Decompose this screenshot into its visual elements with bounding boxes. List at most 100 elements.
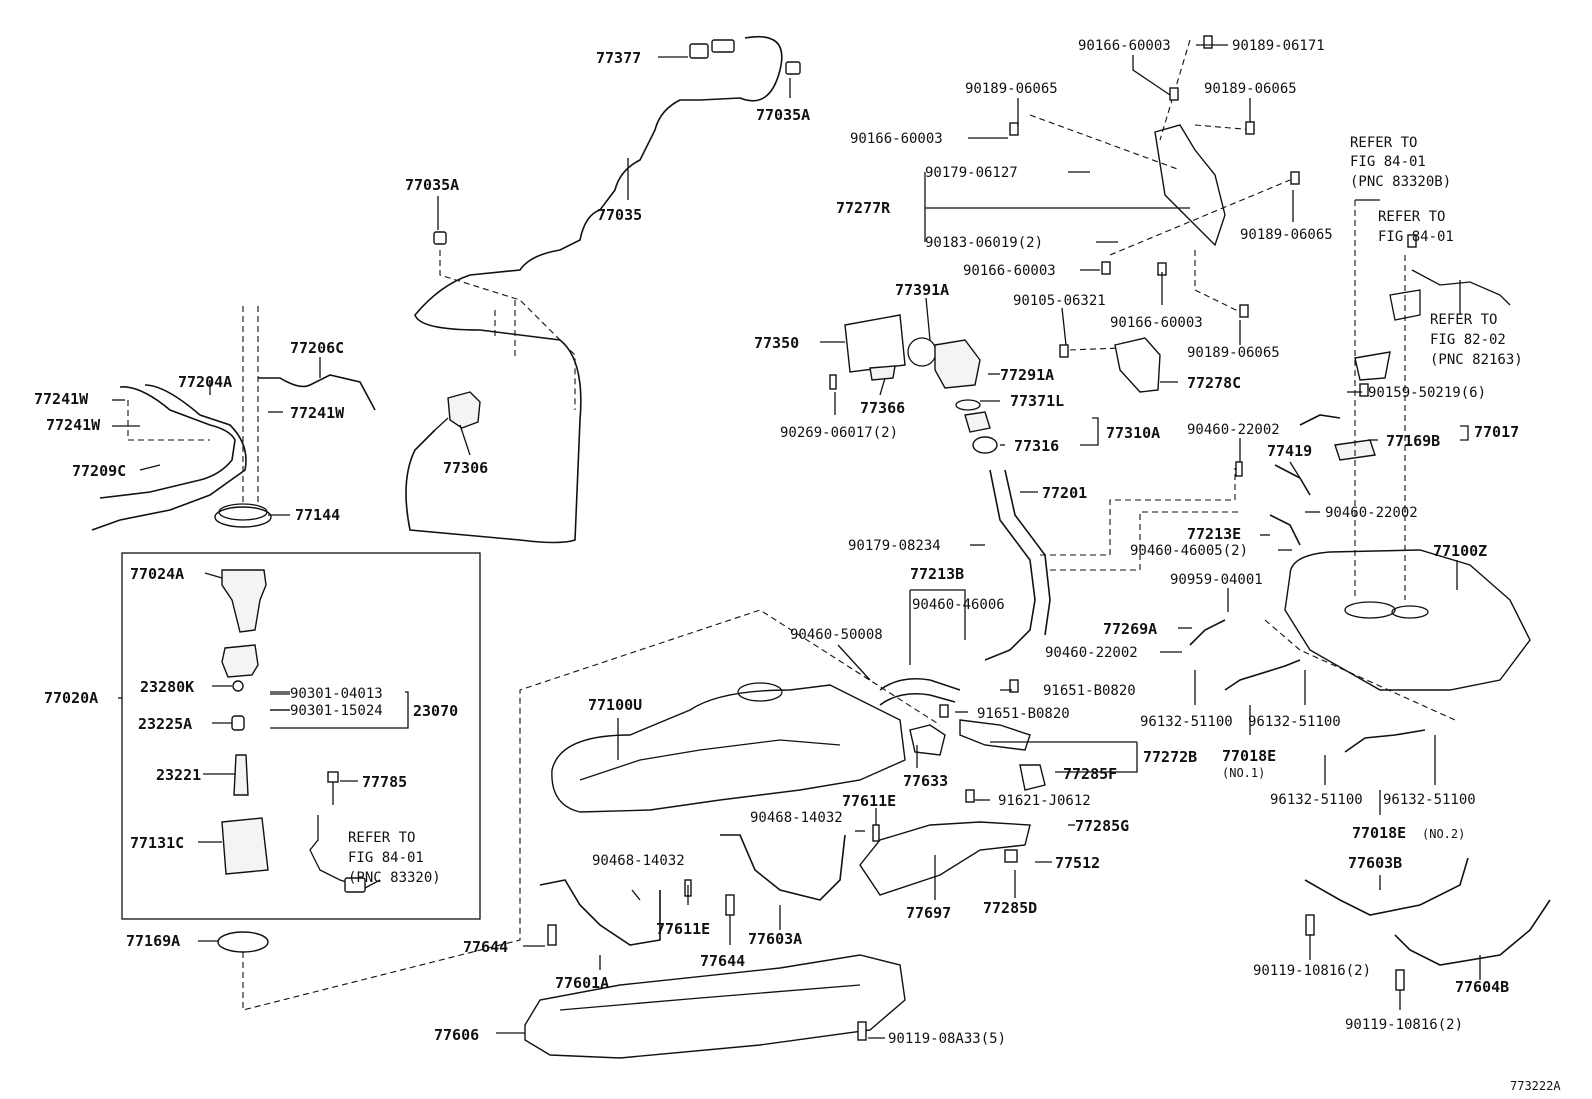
label-no2: (NO.2) <box>1422 827 1465 841</box>
label-77512: 77512 <box>1055 854 1100 872</box>
label-77241w-1: 77241W <box>34 390 89 408</box>
label-90460-46006: 90460-46006 <box>912 597 1005 613</box>
main-fuel-tank <box>551 682 906 813</box>
label-77241w-2: 77241W <box>290 404 345 422</box>
label-90301-15024: 90301-15024 <box>290 703 383 719</box>
label-77209c: 77209C <box>72 462 126 480</box>
label-90179-08234: 90179-08234 <box>848 538 941 554</box>
label-77310a: 77310A <box>1106 424 1160 442</box>
label-77213e: 77213E <box>1187 525 1241 543</box>
label-77277r: 77277R <box>836 199 891 217</box>
sender-wire-harness <box>405 36 801 544</box>
part-labels: 77377 77035A 77035A 77035 77306 77206C 7… <box>34 38 1561 1093</box>
sub-fuel-tank <box>1264 200 1531 721</box>
label-77204a: 77204A <box>178 373 232 391</box>
label-refer-to-fig8401-line1: REFER TO <box>1378 209 1445 225</box>
label-no1: (NO.1) <box>1222 766 1265 780</box>
fuel-pump-parts <box>214 503 381 953</box>
label-77306: 77306 <box>443 459 488 477</box>
tank-protector-plate <box>524 954 906 1059</box>
fuel-pump-assembly-box <box>121 552 481 920</box>
label-77604b: 77604B <box>1455 978 1509 996</box>
label-77697: 77697 <box>906 904 951 922</box>
label-90460-22002-c: 90460-22002 <box>1045 645 1138 661</box>
label-90301-04013: 90301-04013 <box>290 686 383 702</box>
label-77366: 77366 <box>860 399 905 417</box>
filler-pipe <box>879 468 1240 706</box>
label-77633: 77633 <box>903 772 948 790</box>
label-77419: 77419 <box>1267 442 1312 460</box>
label-refer-to-pnc83320-line3: (PNC 83320) <box>348 870 441 886</box>
label-77213b: 77213B <box>910 565 964 583</box>
label-refer-to-fig8202-line3: (PNC 82163) <box>1430 352 1523 368</box>
label-90166-60003-d: 90166-60003 <box>1110 315 1203 331</box>
label-77144: 77144 <box>295 506 340 524</box>
label-77100u: 77100U <box>588 696 642 714</box>
label-refer-to-pnc83320b-line1: REFER TO <box>1350 135 1417 151</box>
label-77024a: 77024A <box>130 565 184 583</box>
fuel-tube-assemblies <box>91 306 376 531</box>
label-90105-06321: 90105-06321 <box>1013 293 1106 309</box>
label-90189-06065-c: 90189-06065 <box>1240 227 1333 243</box>
label-77316: 77316 <box>1014 437 1059 455</box>
label-77201: 77201 <box>1042 484 1087 502</box>
pump-to-tank-guide <box>242 609 941 1011</box>
label-refer-to-pnc83320-line2: FIG 84-01 <box>348 850 424 866</box>
label-77020a: 77020A <box>44 689 98 707</box>
label-77285f: 77285F <box>1063 765 1117 783</box>
label-77611e-a: 77611E <box>842 792 896 810</box>
label-77350: 77350 <box>754 334 799 352</box>
label-77291a: 77291A <box>1000 366 1054 384</box>
label-refer-to-fig8202-line1: REFER TO <box>1430 312 1497 328</box>
label-96132-51100-b: 96132-51100 <box>1248 714 1341 730</box>
label-77603a: 77603A <box>748 930 802 948</box>
filler-protector <box>1029 39 1291 393</box>
label-77131c: 77131C <box>130 834 184 852</box>
label-77603b: 77603B <box>1348 854 1402 872</box>
label-refer-to-fig8202-line2: FIG 82-02 <box>1430 332 1506 348</box>
label-77601a: 77601A <box>555 974 609 992</box>
label-77035: 77035 <box>597 206 642 224</box>
label-77100z: 77100Z <box>1433 542 1487 560</box>
harness-dashed-guides <box>439 250 576 410</box>
label-77241w-3: 77241W <box>46 416 101 434</box>
label-90468-14032-b: 90468-14032 <box>592 853 685 869</box>
label-90460-22002-a: 90460-22002 <box>1187 422 1280 438</box>
label-77644-b: 77644 <box>700 952 745 970</box>
label-77391a: 77391A <box>895 281 949 299</box>
filler-neck-parts <box>844 314 998 454</box>
label-23070: 23070 <box>413 702 458 720</box>
label-77017: 77017 <box>1474 423 1519 441</box>
label-90119-10816-a: 90119-10816(2) <box>1253 963 1371 979</box>
label-77278c: 77278C <box>1187 374 1241 392</box>
label-77272b: 77272B <box>1143 748 1197 766</box>
label-77169a: 77169A <box>126 932 180 950</box>
label-90159-50219: 90159-50219(6) <box>1368 385 1486 401</box>
label-refer-to-pnc83320-line1: REFER TO <box>348 830 415 846</box>
diagram-code: 773222A <box>1510 1079 1561 1093</box>
label-77785: 77785 <box>362 773 407 791</box>
label-90183-06019: 90183-06019(2) <box>925 235 1043 251</box>
label-90189-06065-a: 90189-06065 <box>965 81 1058 97</box>
label-90460-22002-b: 90460-22002 <box>1325 505 1418 521</box>
label-23221: 23221 <box>156 766 201 784</box>
label-90959-04001: 90959-04001 <box>1170 572 1263 588</box>
fasteners <box>547 35 1417 1041</box>
label-77206c: 77206C <box>290 339 344 357</box>
label-90166-60003-b: 90166-60003 <box>850 131 943 147</box>
label-77371l: 77371L <box>1010 392 1064 410</box>
label-77377: 77377 <box>596 49 641 67</box>
label-96132-51100-a: 96132-51100 <box>1140 714 1233 730</box>
label-77285d: 77285D <box>983 899 1037 917</box>
label-77035a-left: 77035A <box>405 176 459 194</box>
label-90189-06171: 90189-06171 <box>1232 38 1325 54</box>
label-77035a-top: 77035A <box>756 106 810 124</box>
label-90460-50008: 90460-50008 <box>790 627 883 643</box>
label-77169b: 77169B <box>1386 432 1440 450</box>
leader-lines <box>112 44 1481 1039</box>
label-77018e-1: 77018E <box>1222 747 1276 765</box>
label-96132-51100-d: 96132-51100 <box>1383 792 1476 808</box>
label-90179-06127: 90179-06127 <box>925 165 1018 181</box>
label-23280k: 23280K <box>140 678 194 696</box>
